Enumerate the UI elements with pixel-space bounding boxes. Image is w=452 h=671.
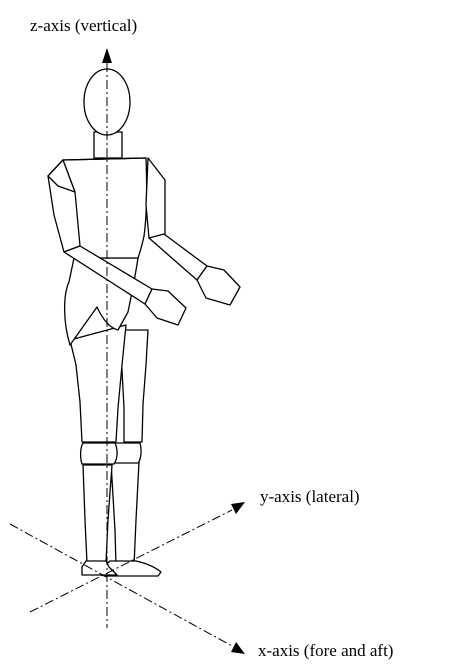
y-axis-label: y-axis (lateral) <box>260 487 360 507</box>
right-thigh <box>70 325 126 442</box>
y-axis-arrowhead <box>231 502 245 514</box>
right-knee <box>81 443 118 464</box>
neck <box>94 132 122 158</box>
right-forearm <box>149 234 207 280</box>
x-axis-label: x-axis (fore and aft) <box>258 641 393 661</box>
left-shin <box>111 462 139 566</box>
right-upper-arm <box>146 158 165 238</box>
mannequin-figure <box>48 69 240 576</box>
x-axis-arrowhead <box>231 642 245 654</box>
right-shin <box>83 465 112 563</box>
right-hand <box>197 266 240 305</box>
left-hand <box>145 289 186 325</box>
z-axis-arrowhead <box>102 48 112 63</box>
z-axis-label: z-axis (vertical) <box>30 16 137 36</box>
